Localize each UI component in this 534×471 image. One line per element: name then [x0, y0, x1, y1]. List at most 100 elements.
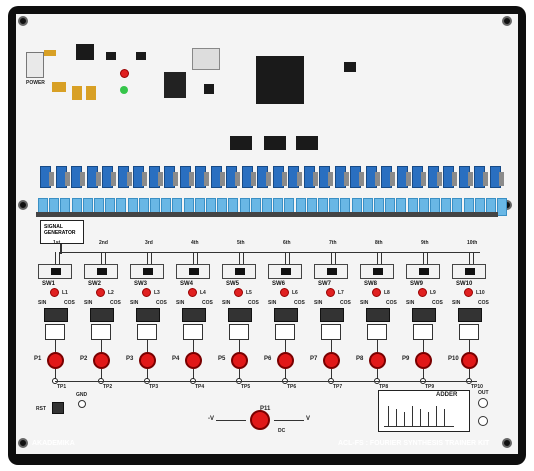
phase-switch[interactable] — [44, 308, 68, 322]
wire — [377, 340, 378, 352]
amplitude-potentiometer[interactable] — [461, 352, 478, 369]
wire — [469, 340, 470, 352]
resistor — [126, 172, 132, 186]
adder-spectrum-bar — [388, 406, 389, 426]
cos-label: COS — [248, 300, 259, 306]
phase-switch[interactable] — [458, 308, 482, 322]
harmonic-label: 2nd — [99, 240, 108, 246]
resistor — [328, 172, 333, 186]
sin-label: SIN — [38, 300, 47, 306]
led-label: L5 — [246, 290, 252, 296]
amplitude-potentiometer[interactable] — [277, 352, 294, 369]
amplifier-block — [413, 324, 433, 340]
power-connector[interactable] — [26, 52, 44, 78]
transistor — [106, 52, 116, 60]
harmonic-selector-switch[interactable] — [84, 264, 118, 279]
phase-switch[interactable] — [320, 308, 344, 322]
gnd-jack[interactable] — [78, 400, 86, 408]
harmonic-selector-switch[interactable] — [38, 264, 72, 279]
wire — [151, 252, 152, 264]
wire — [197, 252, 198, 264]
wire — [384, 426, 454, 427]
test-point-label: TP7 — [333, 384, 343, 390]
harmonic-selector-switch[interactable] — [406, 264, 440, 279]
led-label: L3 — [154, 290, 160, 296]
microcontroller-chip — [256, 56, 304, 104]
wire — [59, 252, 60, 264]
harmonic-selector-switch[interactable] — [314, 264, 348, 279]
amplitude-potentiometer[interactable] — [369, 352, 386, 369]
harmonic-label: 9th — [421, 240, 429, 246]
power-label: POWER — [26, 80, 45, 86]
led-label: L7 — [338, 290, 344, 296]
harmonic-selector-switch[interactable] — [222, 264, 256, 279]
cos-label: COS — [156, 300, 167, 306]
switch-label: SW9 — [410, 281, 424, 287]
amplitude-potentiometer[interactable] — [47, 352, 64, 369]
resistor — [266, 172, 271, 186]
amplitude-potentiometer[interactable] — [185, 352, 202, 369]
amplifier-block — [229, 324, 249, 340]
program-header[interactable] — [164, 72, 186, 98]
switch-knob[interactable] — [97, 268, 107, 275]
pot-label: P4 — [172, 356, 180, 362]
harmonic-selector-switch[interactable] — [176, 264, 210, 279]
adder-block — [378, 390, 470, 432]
reset-button[interactable] — [52, 402, 64, 414]
switch-knob[interactable] — [235, 268, 245, 275]
pot-label: P8 — [356, 356, 364, 362]
phase-switch[interactable] — [136, 308, 160, 322]
phase-switch[interactable] — [366, 308, 390, 322]
wire — [239, 252, 240, 264]
switch-knob[interactable] — [373, 268, 383, 275]
cos-label: COS — [478, 300, 489, 306]
wire — [289, 252, 290, 264]
wire — [469, 252, 470, 264]
switch-knob[interactable] — [143, 268, 153, 275]
harmonic-selector-switch[interactable] — [360, 264, 394, 279]
led-label: L2 — [108, 290, 114, 296]
pot-label: P7 — [310, 356, 318, 362]
wire — [60, 252, 480, 253]
ic-small — [344, 62, 356, 72]
phase-switch[interactable] — [90, 308, 114, 322]
harmonic-selector-switch[interactable] — [130, 264, 164, 279]
phase-switch[interactable] — [182, 308, 206, 322]
output-jack[interactable] — [478, 398, 488, 408]
switch-label: SW10 — [456, 281, 473, 287]
phase-switch[interactable] — [274, 308, 298, 322]
sin-label: SIN — [84, 300, 93, 306]
harmonic-led — [142, 288, 151, 297]
pot-label: P2 — [80, 356, 88, 362]
adder-spectrum-bar — [396, 409, 397, 426]
switch-knob[interactable] — [465, 268, 475, 275]
amplitude-potentiometer[interactable] — [415, 352, 432, 369]
ic-soic — [264, 136, 286, 150]
switch-knob[interactable] — [327, 268, 337, 275]
switch-knob[interactable] — [281, 268, 291, 275]
amplitude-potentiometer[interactable] — [231, 352, 248, 369]
resistor — [421, 172, 426, 186]
switch-knob[interactable] — [51, 268, 61, 275]
harmonic-selector-switch[interactable] — [268, 264, 302, 279]
phase-switch[interactable] — [412, 308, 436, 322]
amplitude-potentiometer[interactable] — [323, 352, 340, 369]
gnd-jack-out[interactable] — [478, 416, 488, 426]
phase-switch[interactable] — [228, 308, 252, 322]
pot-label: P5 — [218, 356, 226, 362]
switch-label: SW2 — [88, 281, 102, 287]
regulator-chip — [76, 44, 94, 60]
harmonic-selector-switch[interactable] — [452, 264, 486, 279]
test-point-label: TP5 — [241, 384, 251, 390]
wire — [147, 369, 148, 381]
dc-offset-potentiometer[interactable] — [250, 410, 270, 430]
switch-knob[interactable] — [189, 268, 199, 275]
amplifier-block — [183, 324, 203, 340]
switch-label: SW5 — [226, 281, 240, 287]
amplitude-potentiometer[interactable] — [139, 352, 156, 369]
cos-label: COS — [340, 300, 351, 306]
switch-knob[interactable] — [419, 268, 429, 275]
sin-label: SIN — [406, 300, 415, 306]
amplitude-potentiometer[interactable] — [93, 352, 110, 369]
